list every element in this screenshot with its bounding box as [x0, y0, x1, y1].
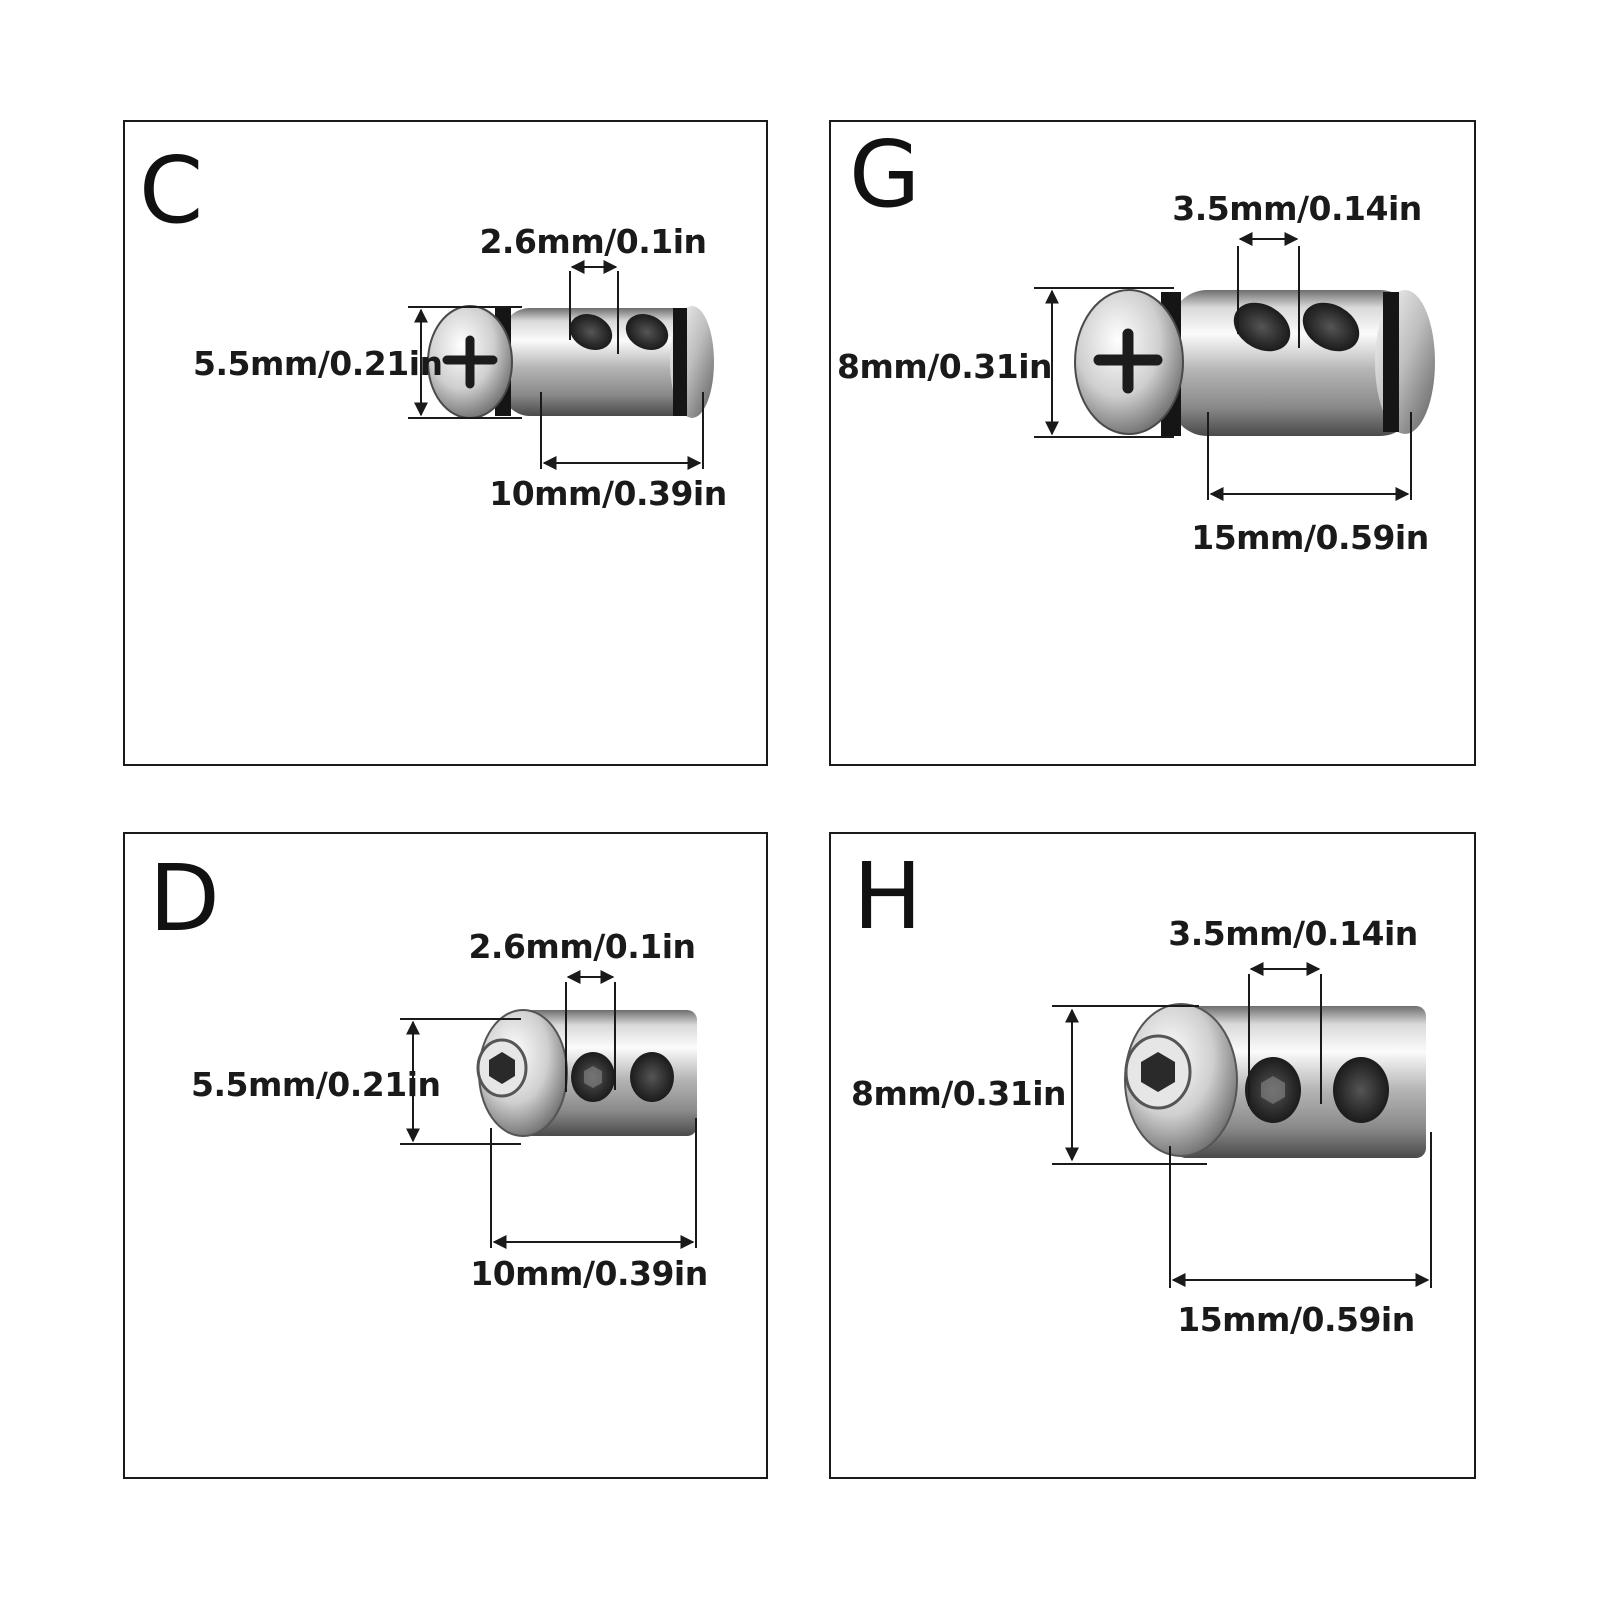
diameter-label: 8mm/0.31in — [837, 347, 1052, 386]
panel-d: D 2.6mm/0.1in 5.5mm/0.21in 10mm/0 — [123, 832, 768, 1479]
hole — [1302, 302, 1360, 352]
cable-stop-h — [1124, 1003, 1426, 1158]
panel-g: G 3.5mm/0.14in 8mm/0.31in — [829, 120, 1476, 766]
dimension-diameter: 8mm/0.31in — [837, 287, 1174, 438]
variant-letter: C — [139, 137, 203, 244]
diameter-label: 8mm/0.31in — [851, 1074, 1066, 1113]
hex-socket-icon — [584, 1066, 602, 1088]
phillips-cross-icon — [1093, 328, 1163, 394]
length-label: 15mm/0.59in — [1191, 518, 1428, 557]
cable-stop-d — [476, 1009, 697, 1137]
length-label: 15mm/0.59in — [1177, 1300, 1414, 1339]
dimension-length: 15mm/0.59in — [1191, 412, 1429, 557]
dimension-hole-spacing: 2.6mm/0.1in — [479, 222, 707, 354]
hole-spacing-label: 2.6mm/0.1in — [479, 222, 706, 261]
dimension-hole-spacing: 3.5mm/0.14in — [1168, 914, 1418, 1106]
hole-spacing-label: 3.5mm/0.14in — [1168, 914, 1418, 953]
dimension-length: 10mm/0.39in — [470, 1118, 708, 1293]
diameter-label: 5.5mm/0.21in — [191, 1065, 441, 1104]
length-label: 10mm/0.39in — [470, 1254, 707, 1293]
panel-c: C 2.6mm/0.1in 5.5mm/0.21in — [123, 120, 768, 766]
variant-letter: H — [853, 843, 922, 950]
panel-c-diagram: C 2.6mm/0.1in 5.5mm/0.21in — [139, 137, 727, 513]
hole-spacing-label: 3.5mm/0.14in — [1172, 189, 1422, 228]
hex-socket-icon — [1141, 1052, 1175, 1092]
panel-g-diagram: G 3.5mm/0.14in 8mm/0.31in — [837, 122, 1435, 557]
dimension-length: 15mm/0.59in — [1169, 1132, 1432, 1339]
hex-socket-icon — [489, 1052, 515, 1084]
variant-letter: D — [149, 845, 220, 952]
dimension-hole-spacing: 2.6mm/0.1in — [468, 927, 696, 1092]
phillips-cross-icon — [442, 335, 498, 389]
length-label: 10mm/0.39in — [489, 474, 726, 513]
dimension-length: 10mm/0.39in — [489, 392, 727, 513]
dimension-hole-spacing: 3.5mm/0.14in — [1172, 189, 1422, 348]
dimension-diameter: 8mm/0.31in — [851, 1005, 1207, 1165]
hole — [1333, 1057, 1389, 1123]
dimension-diameter: 5.5mm/0.21in — [193, 306, 522, 419]
hole — [625, 314, 669, 350]
dimension-diameter: 5.5mm/0.21in — [191, 1018, 521, 1145]
hole — [569, 314, 613, 350]
hole-spacing-label: 2.6mm/0.1in — [468, 927, 695, 966]
cable-stop-c — [427, 305, 714, 419]
hole — [630, 1052, 674, 1102]
hole — [1233, 302, 1291, 352]
panel-d-diagram: D 2.6mm/0.1in 5.5mm/0.21in 10mm/0 — [149, 845, 708, 1293]
diameter-label: 5.5mm/0.21in — [193, 344, 443, 383]
panel-h: H 3.5mm/0.14in 8mm/0.31in 15mm/0. — [829, 832, 1476, 1479]
cable-stop-g — [1074, 289, 1435, 436]
variant-letter: G — [849, 122, 920, 228]
groove-ring — [1383, 292, 1399, 432]
hex-socket-icon — [1261, 1076, 1285, 1104]
panel-h-diagram: H 3.5mm/0.14in 8mm/0.31in 15mm/0. — [851, 843, 1432, 1339]
groove-ring — [673, 308, 687, 416]
